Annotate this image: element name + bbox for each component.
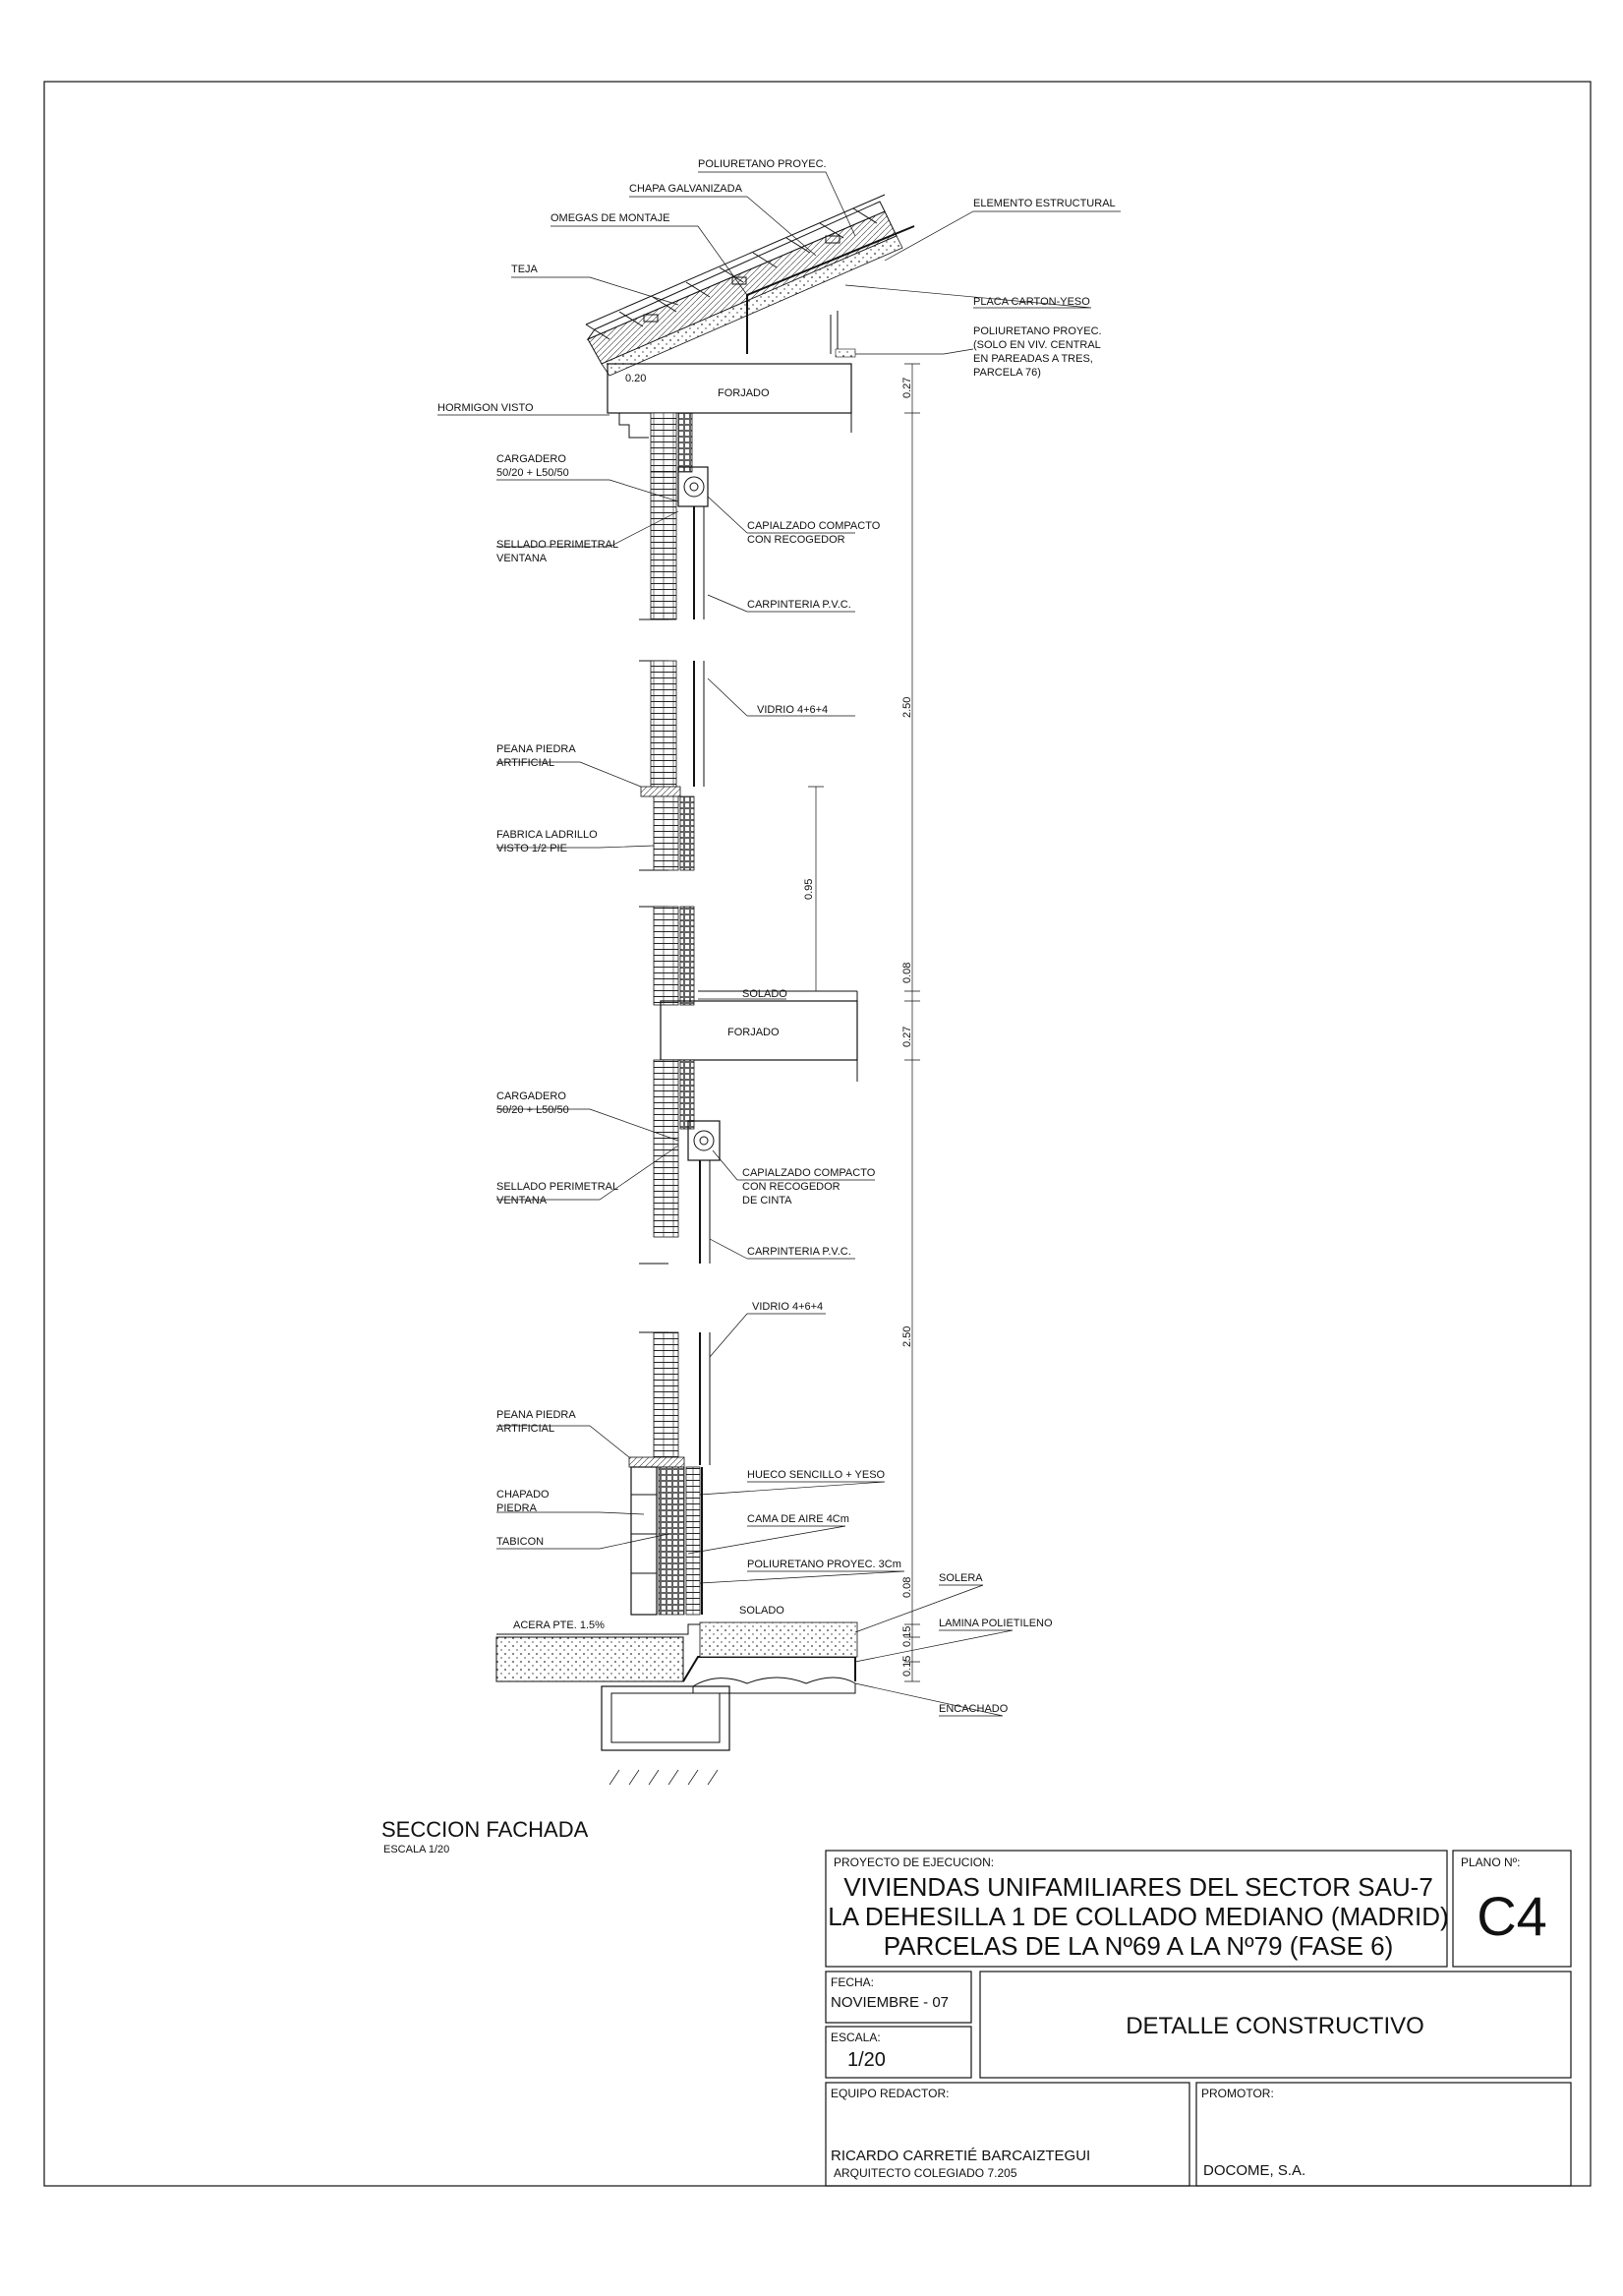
dim-008-bottom: 0.08 <box>901 1577 913 1598</box>
project-label: PROYECTO DE EJECUCION: <box>834 1855 994 1869</box>
dim-027-mid: 0.27 <box>901 1027 913 1047</box>
label-vidrio-2: VIDRIO 4+6+4 <box>752 1301 823 1313</box>
label-cargadero-2-line2: 50/20 + L50/50 <box>496 1104 569 1116</box>
label-chapado-line2: PIEDRA <box>496 1502 538 1514</box>
label-elemento: ELEMENTO ESTRUCTURAL <box>973 198 1116 209</box>
label-fabrica-line2: VISTO 1/2 PIE <box>496 843 567 854</box>
label-peana-2-line1: PEANA PIEDRA <box>496 1409 576 1421</box>
label-hormigon: HORMIGON VISTO <box>437 402 534 414</box>
label-carpinteria-1: CARPINTERIA P.V.C. <box>747 599 851 611</box>
label-forjado-top: FORJADO <box>718 387 770 399</box>
project-line-2: LA DEHESILLA 1 DE COLLADO MEDIANO (MADRI… <box>828 1902 1448 1931</box>
dim-027-top: 0.27 <box>901 378 913 398</box>
plano-label: PLANO Nº: <box>1461 1855 1520 1869</box>
drawing-scale: ESCALA 1/20 <box>383 1844 449 1855</box>
foundation <box>495 1621 858 1786</box>
label-carpinteria-2: CARPINTERIA P.V.C. <box>747 1246 851 1258</box>
label-poliuretano-note-1: POLIURETANO PROYEC. <box>973 325 1102 337</box>
label-placa: PLACA CARTON-YESO <box>973 296 1090 308</box>
project-line-1: VIVIENDAS UNIFAMILIARES DEL SECTOR SAU-7 <box>843 1872 1433 1902</box>
label-teja: TEJA <box>511 264 539 275</box>
label-poliuretano-note-2: (SOLO EN VIV. CENTRAL <box>973 339 1101 351</box>
escala-value: 1/20 <box>847 2049 886 2071</box>
label-cargadero-1-line1: CARGADERO <box>496 453 566 465</box>
label-cama: CAMA DE AIRE 4Cm <box>747 1513 849 1525</box>
architect-name: RICARDO CARRETIÉ BARCAIZTEGUI <box>831 2148 1090 2164</box>
label-capialzado-1-line1: CAPIALZADO COMPACTO <box>747 520 881 532</box>
label-chapado-line1: CHAPADO <box>496 1489 550 1501</box>
label-tabicon: TABICON <box>496 1536 544 1548</box>
dim-095: 0.95 <box>803 879 815 900</box>
architect-title: ARQUITECTO COLEGIADO 7.205 <box>834 2166 1017 2180</box>
fecha-value: NOVIEMBRE - 07 <box>831 1994 949 2011</box>
label-omegas: OMEGAS DE MONTAJE <box>551 212 669 224</box>
label-encachado: ENCACHADO <box>939 1703 1009 1715</box>
label-vidrio-1: VIDRIO 4+6+4 <box>757 704 828 716</box>
drawing-description: DETALLE CONSTRUCTIVO <box>1126 2013 1424 2039</box>
label-chapa: CHAPA GALVANIZADA <box>629 183 743 195</box>
dim-015-b: 0.15 <box>901 1656 913 1677</box>
roof-assembly <box>585 194 915 439</box>
fecha-label: FECHA: <box>831 1975 874 1989</box>
label-acera: ACERA PTE. 1.5% <box>513 1619 605 1631</box>
label-capialzado-1-line2: CON RECOGEDOR <box>747 534 845 546</box>
label-poliuretano-note-3: EN PAREADAS A TRES, <box>973 353 1093 365</box>
label-peana-1-line1: PEANA PIEDRA <box>496 743 576 755</box>
equipo-label: EQUIPO REDACTOR: <box>831 2087 949 2100</box>
promotor-label: PROMOTOR: <box>1201 2087 1274 2100</box>
label-sellado-2-line2: VENTANA <box>496 1195 548 1207</box>
sheet-border <box>43 81 1592 2187</box>
label-leaders <box>437 171 1121 1717</box>
dim-008-mid: 0.08 <box>901 963 913 983</box>
label-cargadero-2-line1: CARGADERO <box>496 1090 566 1102</box>
label-capialzado-2-line1: CAPIALZADO COMPACTO <box>742 1167 876 1179</box>
label-poliuretano-top: POLIURETANO PROYEC. <box>698 158 827 170</box>
label-capialzado-2-line2: CON RECOGEDOR <box>742 1181 840 1193</box>
label-solado-mid: SOLADO <box>742 988 787 1000</box>
label-fabrica-line1: FABRICA LADRILLO <box>496 829 598 841</box>
facade-wall <box>628 412 858 1616</box>
title-block <box>825 1850 1572 2187</box>
dimension-lines <box>808 363 920 1682</box>
label-sellado-1-line1: SELLADO PERIMETRAL <box>496 539 618 551</box>
label-poliuretano-3cm: POLIURETANO PROYEC. 3Cm <box>747 1559 901 1570</box>
label-forjado-mid: FORJADO <box>727 1027 780 1038</box>
drawing-title: SECCION FACHADA <box>381 1817 589 1842</box>
escala-label: ESCALA: <box>831 2031 881 2044</box>
dim-015-a: 0.15 <box>901 1626 913 1647</box>
label-solera: SOLERA <box>939 1572 983 1584</box>
label-sellado-1-line2: VENTANA <box>496 553 548 564</box>
label-solado-bottom: SOLADO <box>739 1605 784 1617</box>
label-capialzado-2-line3: DE CINTA <box>742 1195 792 1207</box>
label-sellado-2-line1: SELLADO PERIMETRAL <box>496 1181 618 1193</box>
label-peana-1-line2: ARTIFICIAL <box>496 757 554 769</box>
label-hueco: HUECO SENCILLO + YESO <box>747 1469 886 1481</box>
dim-250-bottom: 2.50 <box>901 1326 913 1347</box>
promotor-value: DOCOME, S.A. <box>1203 2162 1305 2179</box>
label-cargadero-1-line2: 50/20 + L50/50 <box>496 467 569 479</box>
label-lamina: LAMINA POLIETILENO <box>939 1618 1053 1629</box>
plano-value: C4 <box>1477 1885 1547 1947</box>
project-line-3: PARCELAS DE LA Nº69 A LA Nº79 (FASE 6) <box>884 1931 1394 1961</box>
dim-250-top: 2.50 <box>901 697 913 718</box>
label-poliuretano-note-4: PARCELA 76) <box>973 367 1041 379</box>
label-peana-2-line2: ARTIFICIAL <box>496 1423 554 1435</box>
label-dim-020: 0.20 <box>625 373 646 384</box>
